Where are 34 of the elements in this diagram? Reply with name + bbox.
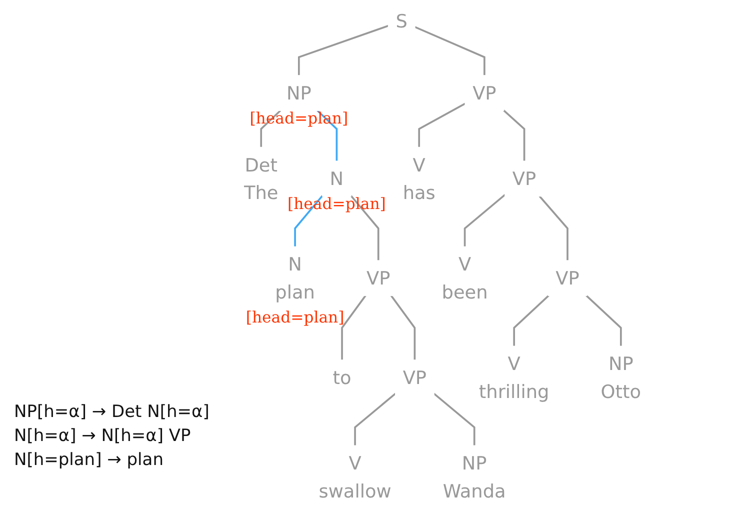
node-text: NP Wanda <box>442 452 506 502</box>
node-text: to <box>332 366 352 389</box>
node-text: N <box>330 168 344 190</box>
node-text: VP <box>512 168 536 190</box>
connector <box>433 392 476 446</box>
node-text: NP Otto <box>600 352 642 402</box>
node-text: Det The <box>244 154 278 204</box>
connector <box>513 294 550 346</box>
connector <box>586 294 622 346</box>
node-text: V has <box>402 154 436 204</box>
node-text: NP <box>286 82 312 104</box>
grammar-rule: NP[h=α] → Det N[h=α] <box>14 401 210 424</box>
connector <box>414 26 486 76</box>
node-text: V been <box>442 253 488 303</box>
node-text: VP <box>402 366 427 389</box>
node-text: S <box>396 10 408 32</box>
node-text: V thrilling <box>478 352 550 402</box>
connector <box>538 196 568 261</box>
node-text: VP <box>472 82 496 104</box>
connector <box>390 295 416 360</box>
node-text: VP <box>556 267 580 290</box>
connector <box>298 24 389 76</box>
node-text: N plan <box>275 253 315 303</box>
connector <box>503 110 526 162</box>
connector <box>354 392 396 446</box>
grammar-rule: N[h=plan] → plan <box>14 449 164 472</box>
connector <box>341 295 366 360</box>
connector <box>350 195 380 261</box>
head-annotation: [head=plan] <box>246 307 344 326</box>
connector <box>418 102 466 148</box>
connector <box>464 194 506 247</box>
grammar-rule: N[h=α] → N[h=α] VP <box>14 425 192 448</box>
node-text: VP <box>366 267 390 290</box>
node-text: V swallow <box>318 452 392 502</box>
